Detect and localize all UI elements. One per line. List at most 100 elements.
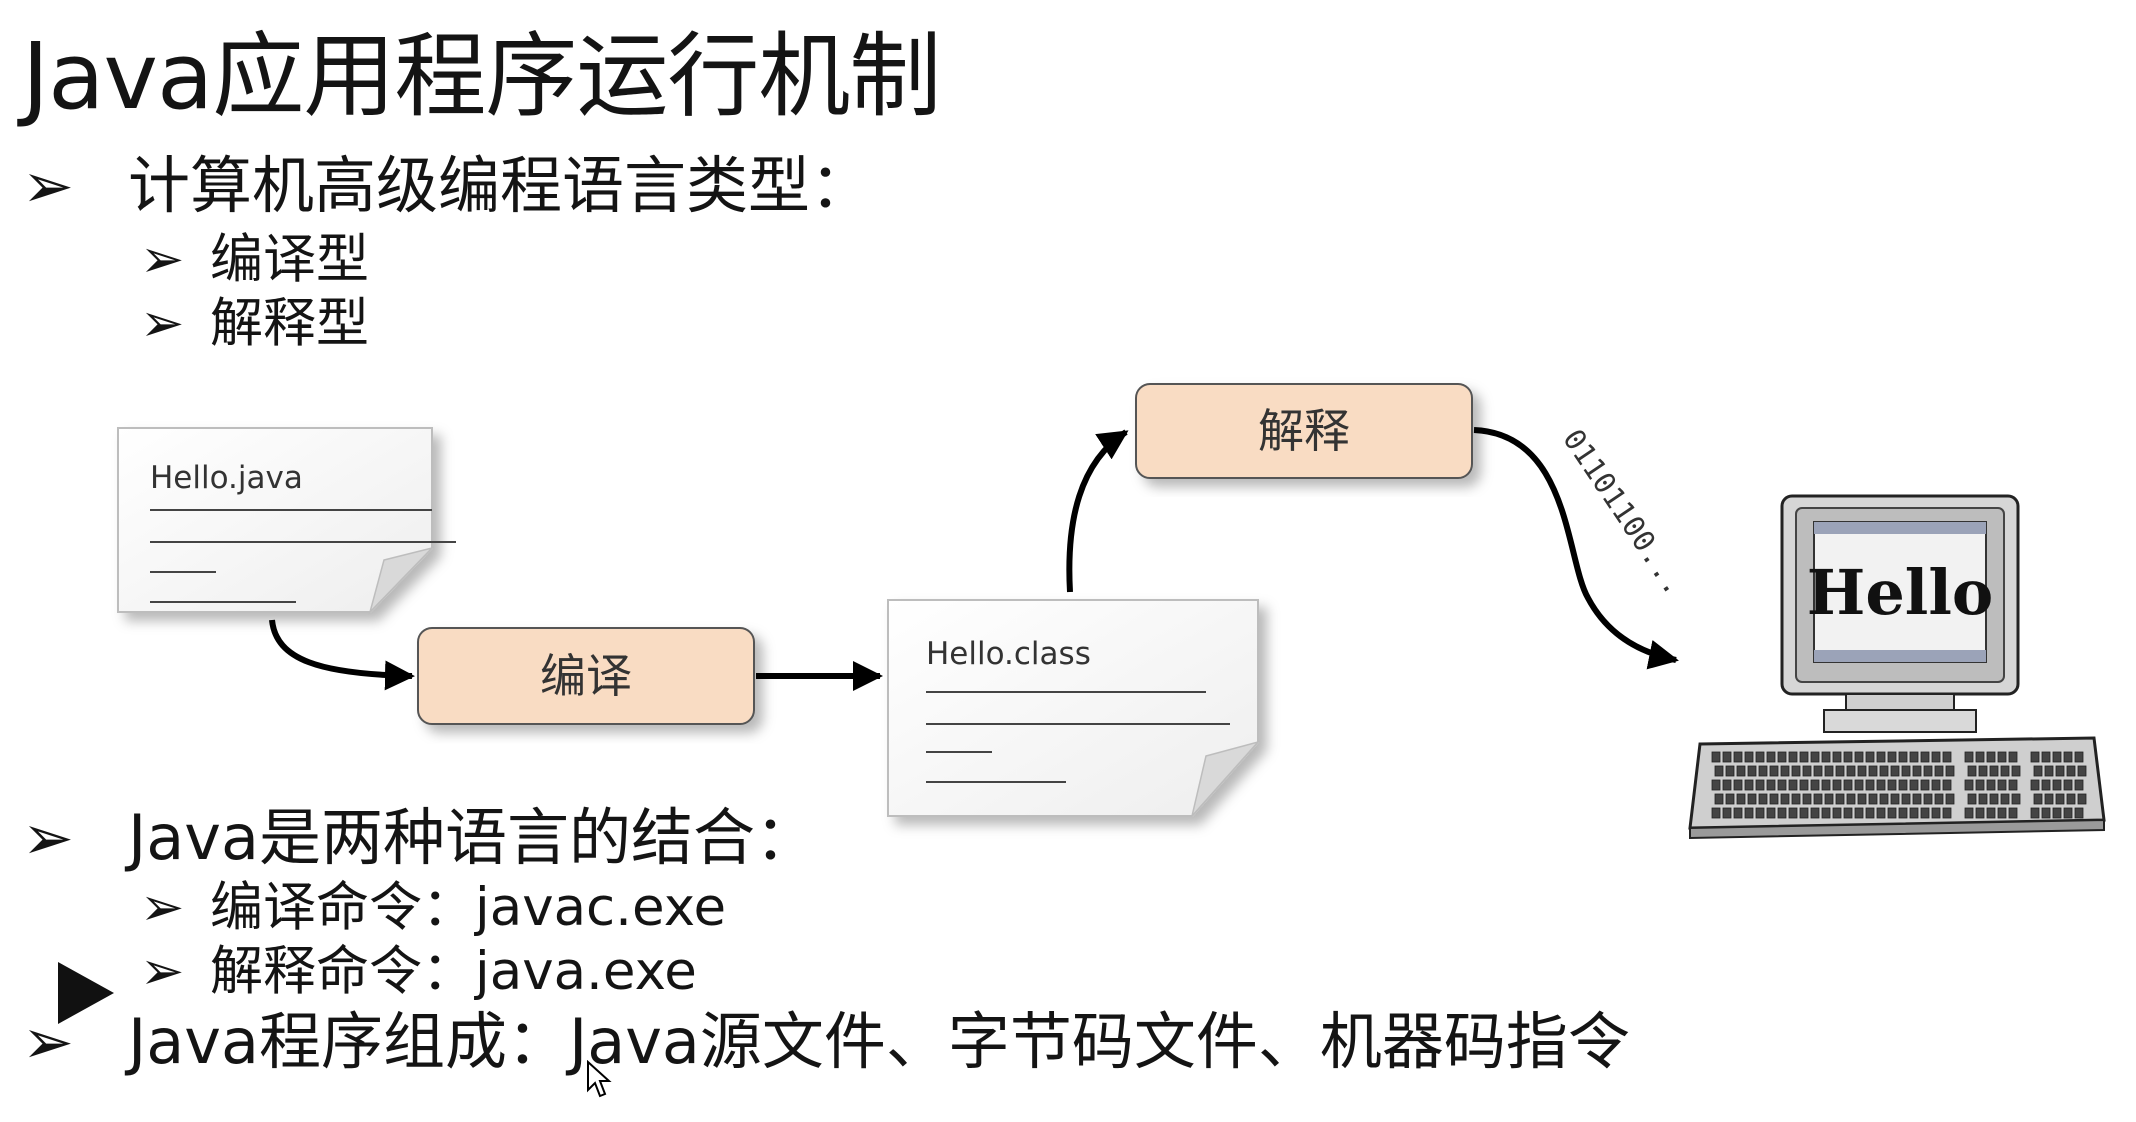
keyboard-key <box>2052 751 2062 763</box>
keyboard-key <box>2066 765 2076 777</box>
keyboard-key <box>1934 793 1944 805</box>
keyboard-key <box>1810 751 1820 763</box>
keyboard-key <box>1799 779 1809 791</box>
keyboard-key <box>1799 751 1809 763</box>
keyboard-key <box>1722 807 1732 819</box>
keyboard-key <box>1769 793 1779 805</box>
keyboard-key <box>1788 807 1798 819</box>
bullet-language-types: ➢ 计算机高级编程语言类型： <box>22 148 872 224</box>
keyboard-key <box>1744 807 1754 819</box>
keyboard-key <box>1975 751 1985 763</box>
keyboard-key <box>1832 807 1842 819</box>
keyboard-key <box>1989 765 1999 777</box>
keyboard-key <box>1942 807 1952 819</box>
keyboard-key <box>1755 779 1765 791</box>
keyboard-key <box>1824 793 1834 805</box>
keyboard-key <box>1846 793 1856 805</box>
keyboard-key <box>1931 751 1941 763</box>
keyboard-key <box>1711 751 1721 763</box>
keyboard-key <box>1887 751 1897 763</box>
keyboard-key <box>1744 779 1754 791</box>
keyboard-key <box>1736 765 1746 777</box>
keyboard-key <box>2077 793 2087 805</box>
keyboard-key <box>1887 779 1897 791</box>
keyboard-key <box>2052 779 2062 791</box>
keyboard-key <box>1857 793 1867 805</box>
screen-output-text: Hello <box>1807 556 1993 629</box>
keyboard-key <box>1964 779 1974 791</box>
keyboard-key <box>1802 765 1812 777</box>
bullet-text: 解释命令：java.exe <box>210 941 697 1002</box>
keyboard-key <box>1725 793 1735 805</box>
keyboard-key <box>2044 793 2054 805</box>
keyboard-key <box>1733 807 1743 819</box>
keyboard-key <box>2063 751 2073 763</box>
sub-bullet-compile-command: ➢ 编译命令：javac.exe <box>140 876 726 940</box>
keyboard-key <box>1810 779 1820 791</box>
keyboard-key <box>2041 807 2051 819</box>
keyboard-key <box>1923 793 1933 805</box>
keyboard-key <box>1989 793 1999 805</box>
keyboard-key <box>1843 807 1853 819</box>
keyboard-key <box>1865 751 1875 763</box>
keyboard-key <box>1909 751 1919 763</box>
keyboard-key <box>2008 751 2018 763</box>
keyboard-key <box>1733 779 1743 791</box>
bullet-arrow-icon: ➢ <box>140 941 185 1002</box>
keyboard-key <box>1868 765 1878 777</box>
keyboard-key <box>1865 807 1875 819</box>
keyboard-key <box>1857 765 1867 777</box>
keyboard-key <box>1780 793 1790 805</box>
keyboard-key <box>1733 751 1743 763</box>
keyboard-key <box>1791 793 1801 805</box>
keyboard-key <box>1722 779 1732 791</box>
keyboard-key <box>1843 751 1853 763</box>
play-icon[interactable] <box>50 958 120 1028</box>
keyboard-key <box>1766 751 1776 763</box>
keyboard-key <box>1846 765 1856 777</box>
keyboard-key <box>2074 751 2084 763</box>
keyboard-key <box>1898 807 1908 819</box>
keyboard-key <box>1879 765 1889 777</box>
keyboard-key <box>2041 779 2051 791</box>
keyboard-key <box>2063 779 2073 791</box>
keyboard-key <box>2063 807 2073 819</box>
sub-bullet-interpret-command: ➢ 解释命令：java.exe <box>140 940 697 1004</box>
keyboard-key <box>1898 779 1908 791</box>
bullet-text: 编译型 <box>210 229 369 290</box>
keyboard-key <box>1876 751 1886 763</box>
keyboard-key <box>1912 765 1922 777</box>
keyboard-key <box>1986 807 1996 819</box>
keyboard-key <box>1821 807 1831 819</box>
keyboard-key <box>1843 779 1853 791</box>
keyboard-key <box>1879 793 1889 805</box>
keyboard-key <box>1832 779 1842 791</box>
keyboard-key <box>1813 793 1823 805</box>
keyboard-key <box>1747 765 1757 777</box>
keyboard-key <box>2000 793 2010 805</box>
bullet-arrow-icon: ➢ <box>22 149 74 222</box>
keyboard-key <box>1945 765 1955 777</box>
keyboard-key <box>1824 765 1834 777</box>
keyboard-key <box>1736 793 1746 805</box>
keyboard-key <box>1975 779 1985 791</box>
keyboard-key <box>2011 765 2021 777</box>
bullet-arrow-icon: ➢ <box>140 229 185 290</box>
keyboard-key <box>1909 807 1919 819</box>
keyboard-key <box>1942 779 1952 791</box>
keyboard-key <box>1876 779 1886 791</box>
computer-icon: Hello <box>1688 494 2106 840</box>
compile-step-label: 编译 <box>540 649 632 703</box>
keyboard-key <box>1747 793 1757 805</box>
bytecode-file-label: Hello.class <box>926 636 1091 672</box>
keyboard-key <box>2033 793 2043 805</box>
keyboard-key <box>1835 793 1845 805</box>
keyboard-key <box>1868 793 1878 805</box>
keyboard-key <box>2055 793 2065 805</box>
keyboard-key <box>1920 807 1930 819</box>
keyboard-key <box>2066 793 2076 805</box>
bullet-text: Java程序组成：Java源文件、字节码文件、机器码指令 <box>128 1005 1630 1078</box>
keyboard-key <box>2000 765 2010 777</box>
sub-bullet-compiled: ➢ 编译型 <box>140 228 369 292</box>
keyboard-key <box>1909 779 1919 791</box>
